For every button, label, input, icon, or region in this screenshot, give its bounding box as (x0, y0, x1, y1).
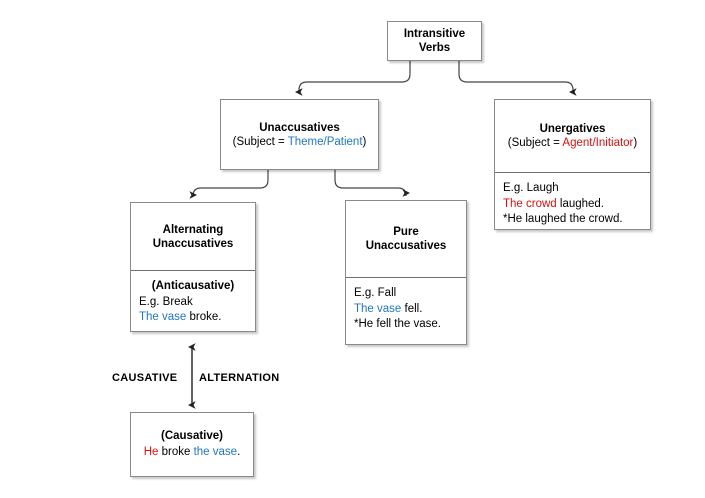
unergatives-example-good: The crowd laughed. (503, 197, 650, 213)
node-unergatives[interactable]: Unergatives (Subject = Agent/Initiator) … (494, 99, 651, 230)
unergatives-example-label: E.g. Laugh (503, 182, 559, 194)
node-pure-unaccusatives-title: Pure Unaccusatives (346, 201, 466, 277)
alternating-heading: (Anticausative) (151, 280, 235, 292)
node-alternating-unaccusatives[interactable]: Alternating Unaccusatives (Anticausative… (130, 202, 256, 332)
pure-example-good: The vase fell. (354, 302, 466, 318)
unaccusatives-subtitle-prefix: (Subject = (232, 135, 288, 148)
node-unergatives-examples: E.g. Laugh The crowd laughed. *He laughe… (495, 173, 650, 231)
unergatives-subtitle: (Subject = Agent/Initiator) (508, 136, 637, 150)
connector-intransitive-to-unergatives (458, 61, 577, 96)
node-pure-examples: E.g. Fall The vase fell. *He fell the va… (346, 278, 466, 346)
unergatives-role: Agent/Initiator (562, 137, 634, 149)
node-pure-unaccusatives[interactable]: Pure Unaccusatives E.g. Fall The vase fe… (345, 200, 467, 345)
pure-example-bad: *He fell the vase. (354, 318, 441, 330)
pure-title-line2: Unaccusatives (365, 240, 447, 252)
unergatives-title: Unergatives (539, 123, 606, 135)
node-intransitive-verbs[interactable]: Intransitive Verbs (387, 21, 482, 61)
intransitive-title-line1: Intransitive (403, 28, 466, 40)
causative-object: the vase (193, 445, 238, 458)
node-unergatives-title: Unergatives (Subject = Agent/Initiator) (495, 100, 650, 172)
connector-intransitive-to-unaccusatives (294, 61, 411, 96)
alternating-example-sentence: The vase broke. (139, 310, 255, 326)
causative-subject: He (143, 445, 159, 458)
unergatives-example-predicate: laughed. (556, 197, 605, 210)
connector-unaccusatives-to-alternating (189, 170, 269, 199)
node-intransitive-verbs-title: Intransitive Verbs (388, 22, 481, 60)
pure-example-subject: The vase (354, 302, 402, 315)
node-alternating-unaccusatives-title: Alternating Unaccusatives (131, 203, 255, 270)
causative-period: . (237, 445, 241, 458)
node-unaccusatives[interactable]: Unaccusatives (Subject = Theme/Patient) (220, 99, 379, 170)
unaccusatives-role: Theme/Patient (287, 135, 363, 148)
label-causative: CAUSATIVE (112, 372, 178, 384)
unaccusatives-subtitle-suffix: ) (362, 135, 367, 148)
alternating-title-line2: Unaccusatives (152, 237, 234, 250)
label-alternation: ALTERNATION (199, 372, 280, 384)
pure-example-predicate: fell. (401, 302, 423, 315)
alternating-title-line1: Alternating (162, 223, 224, 236)
alternating-example-subject: The vase (139, 311, 187, 323)
causative-sentence: He broke the vase. (137, 445, 247, 461)
causative-verb: broke (158, 445, 194, 458)
node-unaccusatives-title: Unaccusatives (Subject = Theme/Patient) (221, 100, 378, 169)
unergatives-subtitle-suffix: ) (633, 137, 638, 149)
alternating-example-predicate: broke. (186, 311, 222, 323)
alternating-divider (131, 270, 255, 271)
pure-example-label: E.g. Fall (354, 287, 397, 299)
unergatives-subtitle-prefix: (Subject = (507, 137, 563, 149)
node-alternating-examples: (Anticausative) E.g. Break The vase brok… (131, 271, 255, 333)
unaccusatives-title: Unaccusatives (259, 121, 340, 134)
unergatives-example-bad: *He laughed the crowd. (503, 213, 623, 225)
unergatives-divider (495, 172, 650, 173)
connector-unaccusatives-to-pure (334, 170, 411, 197)
unergatives-example-subject: The crowd (503, 197, 557, 210)
intransitive-title-line2: Verbs (418, 42, 451, 54)
pure-divider (346, 277, 466, 278)
pure-title-line1: Pure (393, 226, 419, 238)
unaccusatives-subtitle: (Subject = Theme/Patient) (233, 135, 367, 149)
alternating-example-label: E.g. Break (139, 295, 193, 308)
node-causative[interactable]: (Causative) He broke the vase. (130, 412, 254, 477)
causative-heading: (Causative) (161, 430, 223, 442)
node-causative-content: (Causative) He broke the vase. (131, 413, 253, 476)
